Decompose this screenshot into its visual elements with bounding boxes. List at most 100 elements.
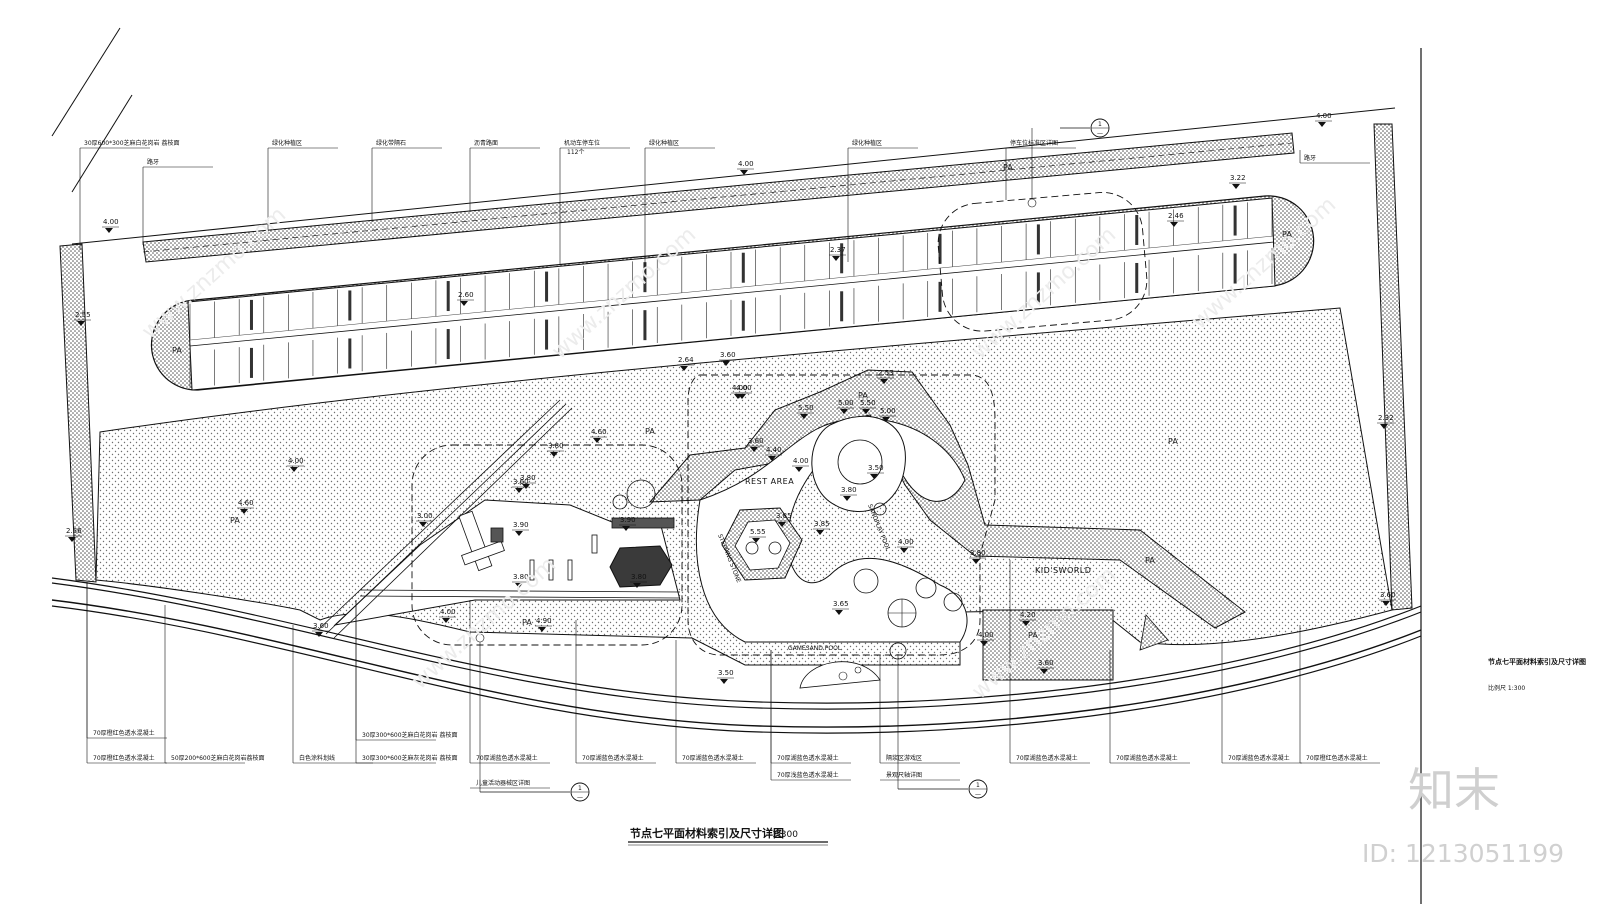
elevation-label: 3.60 [513, 478, 529, 486]
svg-text:—: — [975, 791, 981, 798]
elevation-label: 4.60 [591, 428, 607, 436]
top-callout-text: 路牙 [147, 158, 159, 166]
play-circle [915, 577, 937, 599]
elevation-label: 3.85 [776, 512, 792, 520]
elevation-label: 3.80 [631, 573, 647, 581]
elevation-marker: 3.60 [1379, 591, 1396, 606]
elevation-marker: 3.50 [717, 669, 734, 684]
top-callout-text: 绿化种植区 [852, 139, 882, 147]
bottom-callout: 70厚橙红色透水混凝土 [86, 582, 167, 764]
elevation-label: 5.55 [750, 528, 766, 536]
bottom-callout: 70厚湖蓝色透水混凝土 [675, 640, 756, 764]
sandplay-pool [811, 415, 906, 512]
elevation-marker: 4.00 [897, 538, 914, 553]
pa-label: PA [645, 427, 655, 436]
top-callout: 停车位标准区详图 [1005, 139, 1076, 200]
bottom-callout: 50厚200*600芝麻白花岗岩荔枝面 [164, 605, 265, 764]
elevation-marker: 3.60 [1037, 659, 1054, 674]
top-callout: 路牙 [1299, 150, 1370, 164]
top-callout-text: 绿化种植区 [649, 139, 679, 147]
elevation-label: 2.37 [830, 246, 846, 254]
bottom-callout-text: 70厚湖蓝色透水混凝土 [1228, 754, 1290, 762]
bottom-callout: 70厚湖蓝色透水混凝土 [1109, 650, 1190, 764]
elevation-label: 2.56 [66, 527, 82, 535]
elevation-label: 4.00 [898, 538, 914, 546]
bottom-callout-text: 50厚200*600芝麻白花岗岩荔枝面 [171, 754, 265, 762]
elevation-marker: 4.00 [792, 457, 809, 472]
watermark-id: ID: 1213051199 [1362, 839, 1564, 868]
pa-label: PA [172, 346, 182, 355]
elevation-marker: 5.50 [859, 399, 876, 414]
elevation-label: 3.60 [1380, 591, 1396, 599]
bottom-callout-text: 70厚湖蓝色透水混凝土 [777, 754, 839, 762]
play-area-detail-boundary [687, 374, 996, 656]
pit-marker [873, 502, 887, 516]
top-callout-text: 绿化带隔石 [376, 139, 406, 147]
drawing-title: 节点七平面材料索引及尺寸详图 [630, 826, 784, 840]
elevation-marker: 4.20 [1019, 611, 1036, 626]
elevation-marker: 2.64 [677, 356, 694, 371]
play-equipment [458, 510, 675, 581]
elevation-label: 3.50 [718, 669, 734, 677]
diagonal-walkway [317, 399, 681, 639]
bottom-callout-text: 70厚湖蓝色透水混凝土 [1016, 754, 1078, 762]
zone-kids-world: KID'SWORLD [1035, 566, 1091, 575]
elevation-marker: 2.56 [65, 527, 82, 542]
right-planting-strip [1373, 123, 1413, 611]
site-boundary [51, 27, 1396, 245]
bottom-callout-text: 70厚浅蓝色透水混凝土 [777, 771, 839, 779]
elevation-label: 4.00 [440, 608, 456, 616]
top-callout: 30厚600*300芝麻白花岗岩 荔枝面 [79, 139, 179, 250]
elevation-label: 4.00 [793, 457, 809, 465]
pa-label: PA [230, 516, 240, 525]
top-callout: 机动车停车位 [559, 139, 630, 265]
elevation-marker: 3.80 [547, 442, 564, 457]
elevation-label: 4.20 [1020, 611, 1036, 619]
elevation-label: 2.53 [878, 369, 894, 377]
elevation-marker: 4.00 [102, 218, 119, 233]
elevation-label: 3.80 [520, 474, 536, 482]
lower-mound [799, 661, 881, 689]
svg-text:1: 1 [976, 782, 980, 789]
elevation-marker: 3.60 [747, 437, 764, 452]
elevation-marker: 3.60 [312, 622, 329, 637]
elevation-marker: 3.85 [775, 512, 792, 527]
elevation-label: 4.90 [536, 617, 552, 625]
zone-rest-area: REST AREA [745, 477, 794, 486]
top-callout: 绿化种植区 [267, 139, 338, 232]
elevation-marker: 4.00 [977, 631, 994, 646]
elevation-marker: 4.60 [237, 499, 254, 514]
bottom-callout-text: 30厚300*600芝麻灰花岗岩 荔枝面 [362, 754, 457, 762]
top-callout: 112个 [567, 149, 584, 156]
top-callout-text: 绿化种植区 [272, 139, 302, 147]
bottom-callout-text: 70厚橙红色透水混凝土 [93, 729, 155, 737]
elevation-label: 2.64 [678, 356, 694, 364]
bottom-callout: 景观尺轴详图 [880, 771, 960, 781]
bottom-callout: 70厚湖蓝色透水混凝土 [1221, 640, 1302, 764]
elevation-label: 2.60 [458, 291, 474, 299]
elevation-marker: 4.90 [535, 617, 552, 632]
elevation-label: 3.50 [868, 464, 884, 472]
bottom-callout: 70厚橙红色透水混凝土 [1299, 625, 1380, 764]
elevation-label: 3.60 [1038, 659, 1054, 667]
mound-dot [854, 666, 862, 674]
elevation-label: 3.65 [833, 600, 849, 608]
bottom-callout-text: 70厚橙红色透水混凝土 [1306, 754, 1368, 762]
elevation-label: 3.80 [841, 486, 857, 494]
belt-centerline [142, 142, 1293, 253]
elevation-label: 4.00 [1316, 112, 1332, 120]
elevation-label: 3.85 [814, 520, 830, 528]
elevation-label: 4.00 [978, 631, 994, 639]
bottom-callout-text: 白色涂料划线 [299, 754, 335, 762]
elevation-marker: 5.00 [837, 399, 854, 414]
bottom-callout: 30厚300*600芝麻灰花岗岩 荔枝面 [355, 600, 457, 764]
elevation-label: 3.90 [513, 521, 529, 529]
pa-label: PA [1028, 631, 1038, 640]
svg-text:—: — [1097, 130, 1103, 137]
elevation-label: 5.50 [798, 404, 814, 412]
index-bubble-equipment: 1 — [475, 633, 590, 802]
elevation-marker: 3.65 [832, 600, 849, 615]
elevation-marker: 5.50 [797, 404, 814, 419]
elevation-label: 5.50 [860, 399, 876, 407]
sheet-ratio: 比例尺 1:300 [1488, 684, 1525, 692]
